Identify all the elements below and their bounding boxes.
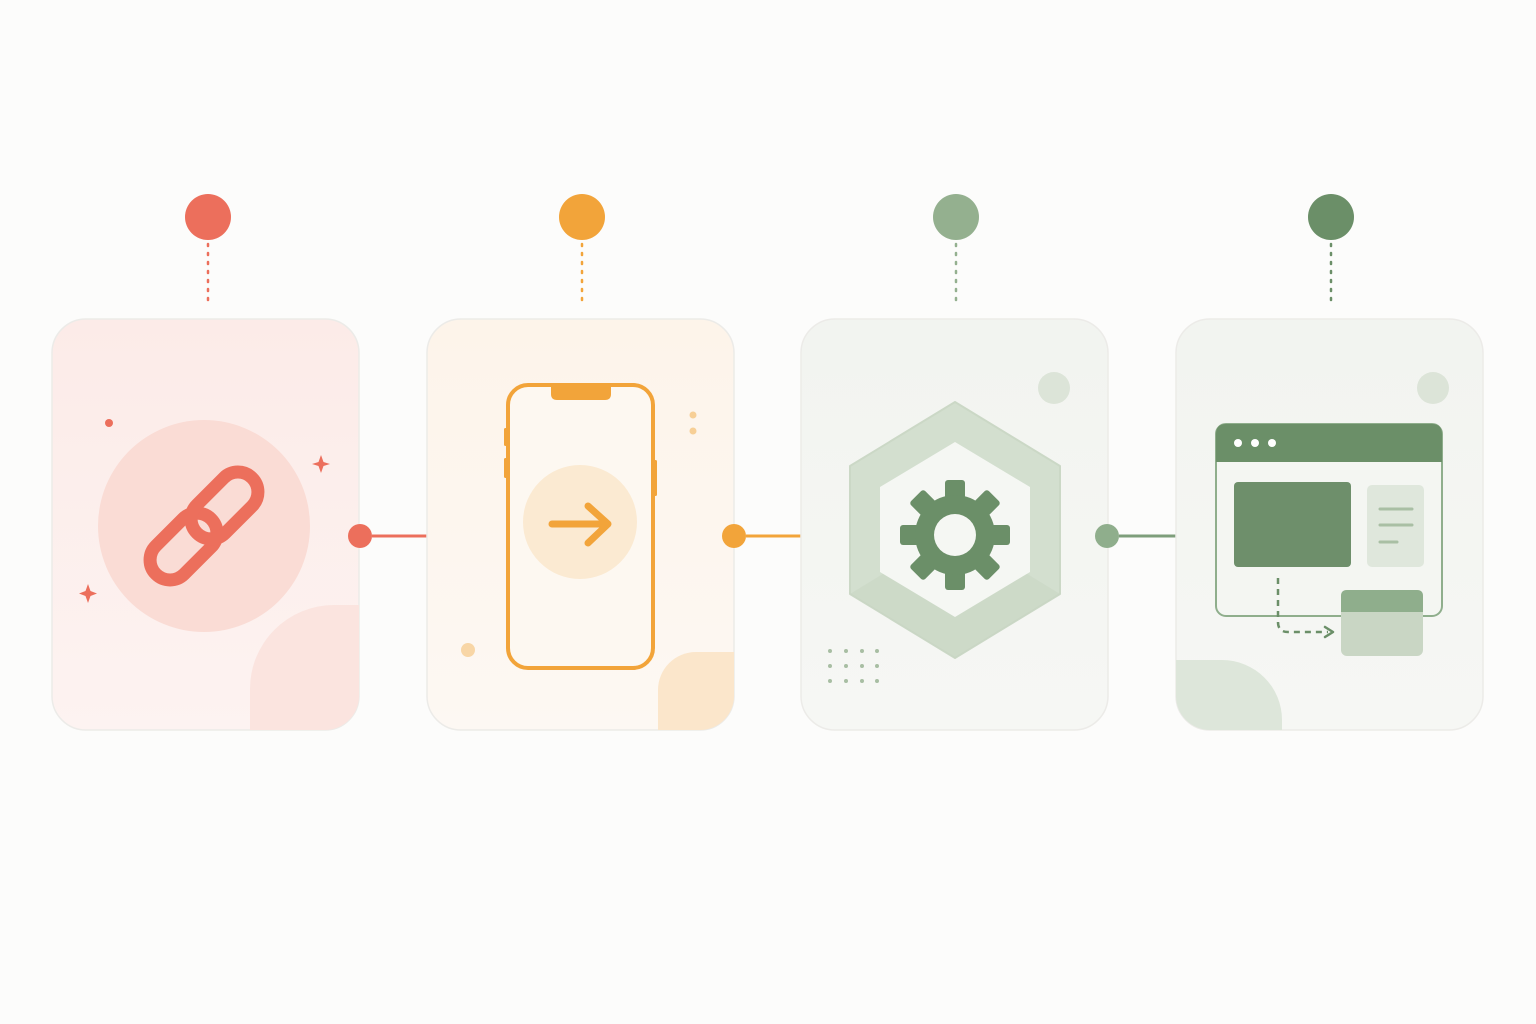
step-marker-3: [933, 194, 979, 306]
step-card-processing: [800, 318, 1109, 731]
dot-grid: [828, 649, 879, 683]
step-marker-1: [185, 194, 231, 306]
step-card-mobile: [426, 318, 735, 731]
browser-window-icon: [1215, 423, 1443, 656]
gear-icon: [900, 480, 1010, 590]
link-icon: [143, 465, 265, 587]
step-marker-2: [559, 194, 605, 306]
step-card-app-screen: [1175, 318, 1484, 731]
step-card-link: [51, 318, 360, 731]
step-marker-4: [1308, 194, 1354, 306]
phone-arrow-icon: [504, 383, 657, 670]
